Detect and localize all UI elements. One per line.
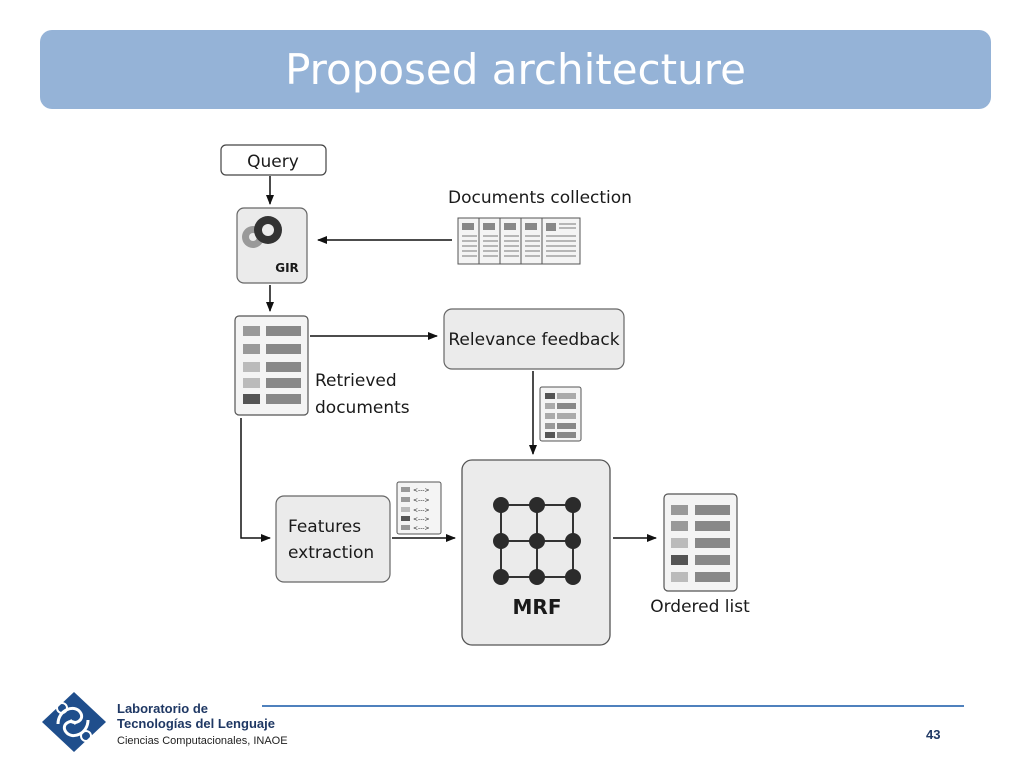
feature-token: <---> <box>413 516 430 523</box>
features-label-line2: extraction <box>288 543 374 563</box>
ordered-list-label: Ordered list <box>650 597 750 617</box>
feature-token: <---> <box>413 487 430 494</box>
mrf-label: MRF <box>513 595 562 619</box>
lab-name-line2: Tecnologías del Lenguaje <box>117 716 275 731</box>
footer-divider <box>262 705 964 707</box>
slide-title: Proposed architecture <box>285 45 746 94</box>
gir-label: GIR <box>275 261 299 275</box>
lab-affiliation: Ciencias Computacionales, INAOE <box>117 735 288 747</box>
ordered-list-icon <box>663 493 738 592</box>
page-number: 43 <box>926 727 941 742</box>
lab-name-line1: Laboratorio de <box>117 701 209 716</box>
documents-collection-label: Documents collection <box>448 188 632 208</box>
retrieved-label-line1: Retrieved <box>315 371 397 391</box>
feedback-list-icon <box>539 386 582 442</box>
feature-token: <---> <box>413 507 430 514</box>
lab-logo-icon <box>42 692 106 752</box>
features-label-line1: Features <box>288 517 361 537</box>
retrieved-documents-icon <box>234 315 309 416</box>
documents-collection-icon <box>457 217 581 265</box>
feature-token: <---> <box>413 525 430 532</box>
retrieved-label-line2: documents <box>315 398 410 418</box>
mrf-box: MRF <box>461 459 611 646</box>
feature-token: <---> <box>413 497 430 504</box>
mrf-graph-icon <box>493 497 581 585</box>
arrow-retrieved-features <box>240 418 271 542</box>
features-extraction-box: Features extraction <box>275 495 391 583</box>
relevance-feedback-label: Relevance feedback <box>448 330 619 350</box>
gir-box: GIR <box>236 207 308 284</box>
feature-vector-icon: <---> <---> <---> <---> <---> <box>396 481 442 535</box>
title-bar: Proposed architecture <box>40 30 991 109</box>
query-label: Query <box>247 152 299 172</box>
gears-icon <box>242 216 282 248</box>
query-box: Query <box>220 144 327 176</box>
relevance-feedback-box: Relevance feedback <box>443 308 625 370</box>
